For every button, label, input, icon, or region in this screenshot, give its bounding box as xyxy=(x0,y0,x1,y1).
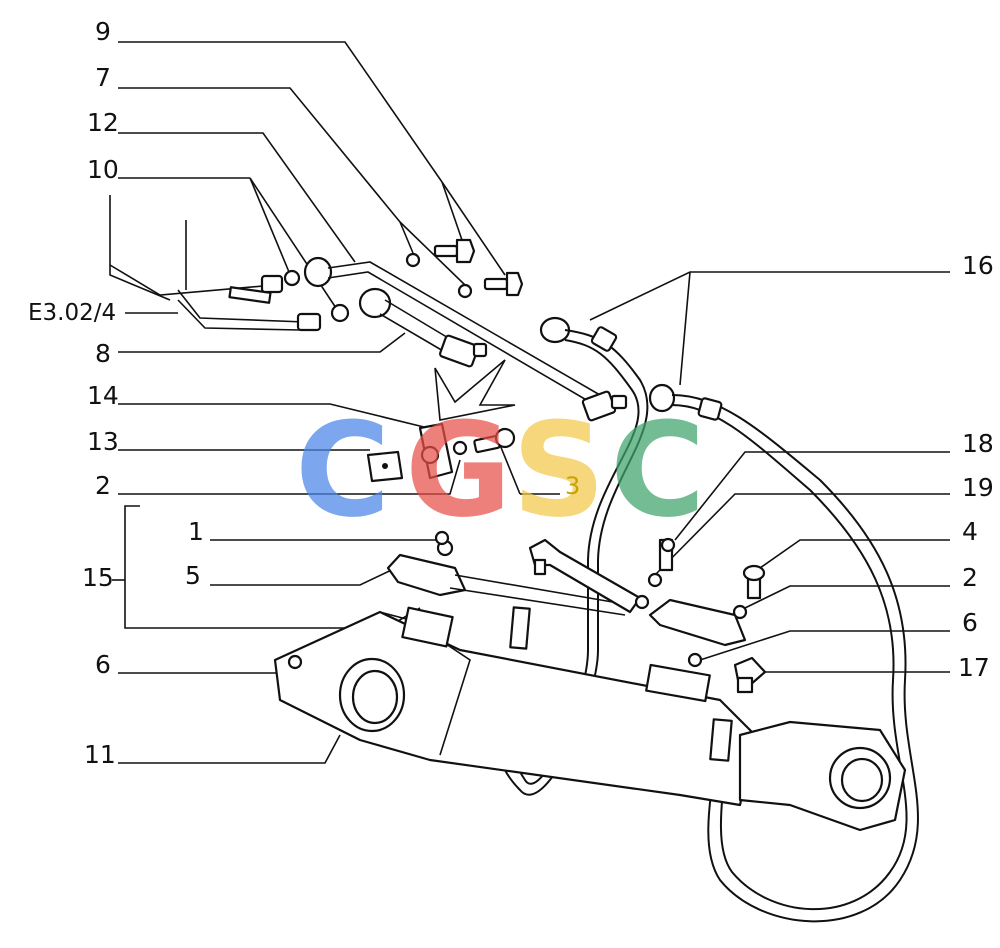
callout-13: 13 xyxy=(87,427,119,456)
callout-17: 17 xyxy=(958,653,990,682)
callout-1: 1 xyxy=(188,517,204,546)
callout-11: 11 xyxy=(84,740,116,769)
callout-6-left: 6 xyxy=(95,650,111,679)
cgsc-watermark: C G S C xyxy=(295,394,705,546)
callout-8: 8 xyxy=(95,339,111,368)
watermark-letter-g: G xyxy=(405,394,512,546)
callout-19: 19 xyxy=(962,473,994,502)
callout-labels: 9 7 12 10 E3.02/4 8 14 13 2 1 5 15 6 11 … xyxy=(28,17,994,769)
watermark-letter-c2: C xyxy=(610,394,705,546)
callout-10: 10 xyxy=(87,155,119,184)
tie-rod-15 xyxy=(386,530,650,616)
callout-7: 7 xyxy=(95,63,111,92)
callout-ref-e3-02-4: E3.02/4 xyxy=(28,300,116,326)
callout-16: 16 xyxy=(962,251,994,280)
leader-lines xyxy=(109,41,950,764)
callout-5: 5 xyxy=(185,561,201,590)
callout-12: 12 xyxy=(87,108,119,137)
callout-14: 14 xyxy=(87,381,119,410)
callout-2-upper: 2 xyxy=(95,471,111,500)
callout-18: 18 xyxy=(962,429,994,458)
callout-3: 3 xyxy=(565,472,580,500)
callout-2-right: 2 xyxy=(962,563,978,592)
callout-4: 4 xyxy=(962,517,978,546)
upper-pipes xyxy=(109,238,628,422)
bracket-parts xyxy=(366,422,516,483)
callout-15: 15 xyxy=(82,563,114,592)
direction-arrow xyxy=(434,359,516,421)
right-clamp xyxy=(647,537,767,694)
cylinder-11 xyxy=(273,606,907,832)
watermark-letter-c1: C xyxy=(295,394,390,546)
callout-9: 9 xyxy=(95,17,111,46)
watermark-letter-s: S xyxy=(512,394,606,546)
callout-6-right: 6 xyxy=(962,608,978,637)
